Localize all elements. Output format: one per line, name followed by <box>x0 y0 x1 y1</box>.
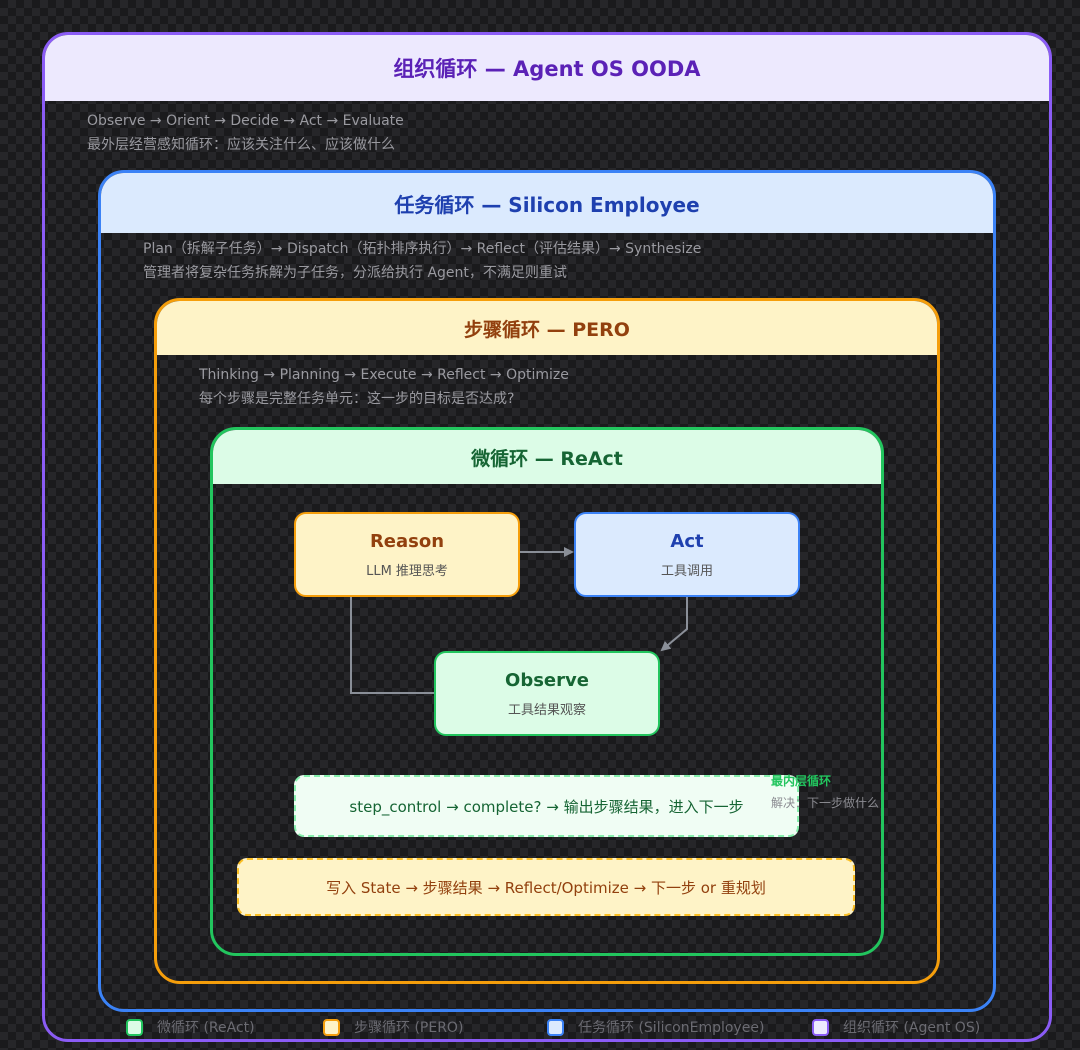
innermost-loop-note: 最内层循环 解决：下一步做什么 <box>771 770 879 814</box>
legend-item-org: 组织循环 (Agent OS) <box>812 1017 980 1037</box>
innermost-loop-note-title: 最内层循环 <box>771 774 832 788</box>
legend: 微循环 (ReAct) 步骤循环 (PERO) 任务循环 (SiliconEmp… <box>126 1017 1026 1041</box>
act-node-subtitle: 工具调用 <box>660 563 713 579</box>
step-loop-title: 步骤循环 — PERO <box>157 301 937 355</box>
legend-label-step: 步骤循环 (PERO) <box>354 1020 464 1036</box>
org-loop-flow: Observe → Orient → Decide → Act → Evalua… <box>87 113 404 129</box>
org-loop-description: Observe → Orient → Decide → Act → Evalua… <box>87 109 404 157</box>
reason-node: Reason LLM 推理思考 <box>294 512 520 597</box>
reason-node-title: Reason <box>369 530 445 552</box>
micro-loop-title: 微循环 — ReAct <box>213 430 881 484</box>
org-loop-desc: 最外层经营感知循环：应该关注什么、应该做什么 <box>87 137 395 153</box>
observe-node: Observe 工具结果观察 <box>434 651 660 736</box>
step-loop-container: 步骤循环 — PERO Thinking → Planning → Execut… <box>154 298 940 984</box>
observe-node-title: Observe <box>505 669 589 691</box>
step-loop-description: Thinking → Planning → Execute → Reflect … <box>199 363 569 411</box>
act-node: Act 工具调用 <box>574 512 800 597</box>
task-loop-container: 任务循环 — Silicon Employee Plan（拆解子任务）→ Dis… <box>98 170 996 1012</box>
task-loop-flow: Plan（拆解子任务）→ Dispatch（拓扑排序执行）→ Reflect（评… <box>143 241 702 257</box>
step-loop-flow: Thinking → Planning → Execute → Reflect … <box>199 367 569 383</box>
legend-item-task: 任务循环 (SiliconEmployee) <box>547 1017 764 1037</box>
act-node-title: Act <box>670 530 704 552</box>
task-loop-description: Plan（拆解子任务）→ Dispatch（拓扑排序执行）→ Reflect（评… <box>143 237 701 285</box>
micro-loop-container: 微循环 — ReAct <box>210 427 884 956</box>
legend-swatch-task <box>547 1018 564 1036</box>
task-loop-desc: 管理者将复杂任务拆解为子任务，分派给执行 Agent，不满足则重试 <box>143 265 567 281</box>
step-loop-desc: 每个步骤是完整任务单元：这一步的目标是否达成? <box>199 391 515 407</box>
step-control-box: step_control → complete? → 输出步骤结果，进入下一步 <box>294 775 799 837</box>
legend-label-task: 任务循环 (SiliconEmployee) <box>578 1020 765 1036</box>
legend-label-micro: 微循环 (ReAct) <box>157 1020 255 1036</box>
legend-item-micro: 微循环 (ReAct) <box>126 1017 255 1037</box>
innermost-loop-note-text: 解决：下一步做什么 <box>771 796 880 810</box>
observe-node-subtitle: 工具结果观察 <box>507 702 586 718</box>
legend-item-step: 步骤循环 (PERO) <box>323 1017 463 1037</box>
arrow-act-to-observe <box>660 597 688 652</box>
task-loop-title: 任务循环 — Silicon Employee <box>101 173 993 233</box>
legend-label-org: 组织循环 (Agent OS) <box>843 1020 981 1036</box>
legend-swatch-step <box>323 1018 340 1036</box>
legend-swatch-micro <box>126 1018 143 1036</box>
legend-swatch-org <box>812 1018 829 1036</box>
state-flow-box: 写入 State → 步骤结果 → Reflect/Optimize → 下一步… <box>237 858 855 916</box>
org-loop-container: 组织循环 — Agent OS OODA Observe → Orient → … <box>42 32 1052 1042</box>
reason-node-subtitle: LLM 推理思考 <box>366 563 448 579</box>
org-loop-title: 组织循环 — Agent OS OODA <box>45 35 1049 101</box>
